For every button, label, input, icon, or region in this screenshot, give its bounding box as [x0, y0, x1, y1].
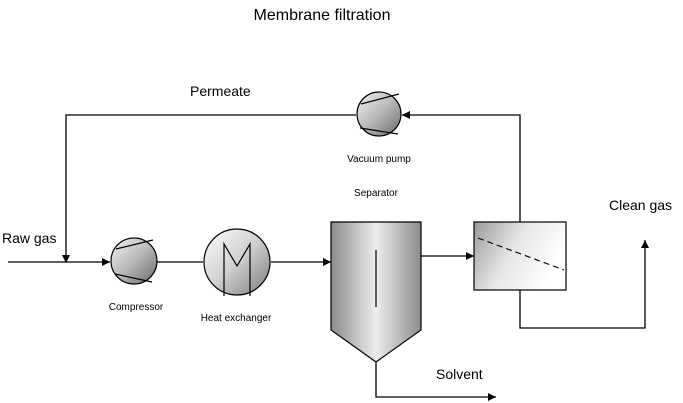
- raw-gas-feed-line: [8, 258, 110, 266]
- separator-label: Separator: [354, 188, 399, 199]
- permeate-recycle-line: [62, 111, 521, 263]
- vacuum-pump-label: Vacuum pump: [347, 154, 411, 165]
- solvent-outlet-line: [375, 362, 496, 401]
- heat-exchanger-to-separator-line: [271, 258, 331, 266]
- compressor: [110, 237, 158, 285]
- permeate-label: Permeate: [190, 83, 251, 99]
- raw-gas-label: Raw gas: [2, 230, 56, 246]
- vacuum-pump: [356, 91, 402, 137]
- separator-to-membrane-line: [421, 252, 474, 260]
- clean-gas-label: Clean gas: [609, 197, 672, 213]
- heat-exchanger: [203, 228, 271, 296]
- clean-gas-outlet-line: [519, 240, 649, 329]
- separator-vessel: [330, 221, 422, 363]
- solvent-label: Solvent: [436, 366, 483, 382]
- heat-exchanger-label: Heat exchanger: [201, 313, 272, 324]
- membrane-module: [473, 221, 567, 291]
- compressor-label: Compressor: [109, 302, 164, 313]
- diagram-title: Membrane filtration: [254, 7, 391, 24]
